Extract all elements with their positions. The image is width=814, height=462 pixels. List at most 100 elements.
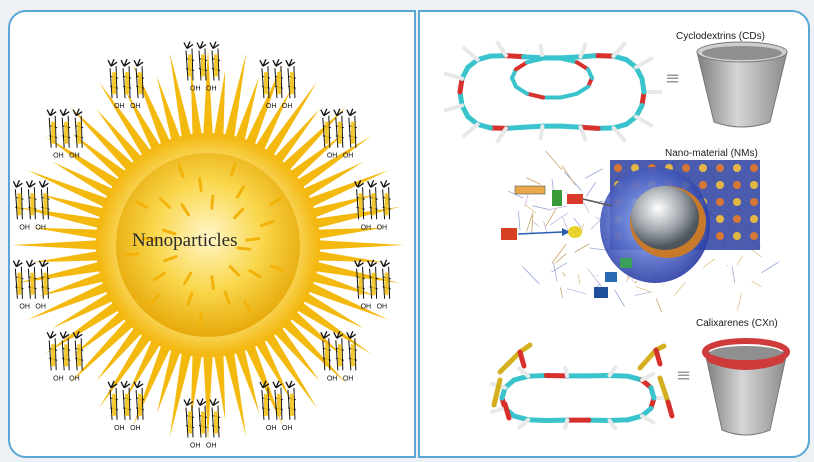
sun-ray <box>32 227 102 240</box>
oxygen-bond <box>665 399 675 419</box>
ligand-green <box>552 190 562 206</box>
molecule-bond <box>607 417 631 424</box>
molecule-hydrogen <box>634 114 654 128</box>
oh-label: OH <box>377 304 388 311</box>
lattice-atom <box>750 198 758 206</box>
network-strand <box>561 165 576 186</box>
calixarene-cup-icon <box>702 338 790 436</box>
ligand-blue <box>605 272 617 282</box>
network-strand <box>522 266 540 285</box>
network-strand <box>673 282 686 296</box>
molecule-hydrogen <box>443 71 465 81</box>
sun-ray <box>295 300 371 354</box>
network-strand <box>635 286 653 293</box>
lattice-atom <box>733 164 741 172</box>
ligand-red <box>567 194 583 204</box>
network-strand <box>526 212 534 232</box>
core-spike <box>270 264 285 272</box>
oh-label: OH <box>114 425 125 432</box>
network-strand <box>566 288 587 295</box>
sun-ray <box>15 261 104 284</box>
sun-ray <box>190 351 203 421</box>
molecule-bond <box>525 417 549 424</box>
core-spike <box>236 246 252 251</box>
network-strand <box>531 220 540 227</box>
ligand-blue-2 <box>594 287 608 298</box>
core-spike <box>180 203 190 217</box>
sun-ray <box>125 89 162 153</box>
lattice-atom <box>682 164 690 172</box>
core-spikes <box>124 161 285 328</box>
sun-ray <box>26 169 111 209</box>
network-strand <box>655 298 663 312</box>
cyclodextrin-cup-icon <box>696 41 788 128</box>
sun-ray <box>213 69 226 139</box>
oh-label: OH <box>377 224 388 231</box>
sun-ray <box>234 346 260 414</box>
sun-ray <box>52 291 116 328</box>
ligand-rod <box>514 185 546 195</box>
nanomaterial-sphere <box>631 186 699 250</box>
sun-ray <box>26 281 111 321</box>
network-strand <box>614 289 625 307</box>
network-strand <box>547 205 567 211</box>
calixarene-molecule <box>489 342 675 431</box>
sun-ray <box>12 240 101 250</box>
network-strand <box>508 190 524 199</box>
core-spike <box>198 312 203 328</box>
sun-ray <box>156 76 182 144</box>
lattice-atom <box>699 164 707 172</box>
core-spike <box>210 275 215 291</box>
molecule-hydrogen <box>611 41 627 59</box>
lattice-atom <box>716 198 724 206</box>
sun-ray <box>52 162 116 199</box>
nanomaterial-composite <box>501 150 779 312</box>
network-strand <box>627 275 631 279</box>
molecule-bond <box>513 84 530 96</box>
network-strand <box>532 205 549 210</box>
molecule-hydrogen <box>634 56 654 70</box>
sun-ray <box>71 133 128 181</box>
molecule-hydrogen <box>495 40 508 58</box>
oh-label: OH <box>114 103 125 110</box>
core-spike <box>233 207 245 220</box>
sun-ray <box>96 325 144 382</box>
sun-ray <box>300 291 364 328</box>
molecule-bond <box>525 91 546 100</box>
molecule-hydrogen <box>578 42 588 59</box>
sun-ray <box>169 349 192 438</box>
sun-ray <box>300 162 364 199</box>
network-strand <box>526 177 541 185</box>
network-strand <box>574 243 590 253</box>
sun-ray <box>263 82 317 158</box>
network-strand <box>573 217 582 228</box>
network-strand <box>596 283 601 288</box>
cyclodextrin-molecule <box>443 40 663 144</box>
core-spike <box>269 196 283 206</box>
core-spike <box>245 237 261 242</box>
sun-ray <box>314 227 384 240</box>
molecule-bond <box>503 53 527 60</box>
sun-ray <box>224 349 247 438</box>
lattice-atom <box>614 164 622 172</box>
network-strand <box>551 244 567 264</box>
core-spike <box>260 219 275 228</box>
lattice-atom <box>716 181 724 189</box>
ligand-small-red <box>501 228 517 240</box>
molecule-bond <box>525 56 546 65</box>
sun-ray <box>315 240 404 250</box>
core-spike <box>248 269 262 279</box>
oxygen-bond <box>653 347 663 367</box>
network-strand <box>545 208 557 227</box>
oh-label: OH <box>35 224 46 231</box>
oh-label: OH <box>206 86 217 93</box>
core-spike <box>134 199 149 209</box>
